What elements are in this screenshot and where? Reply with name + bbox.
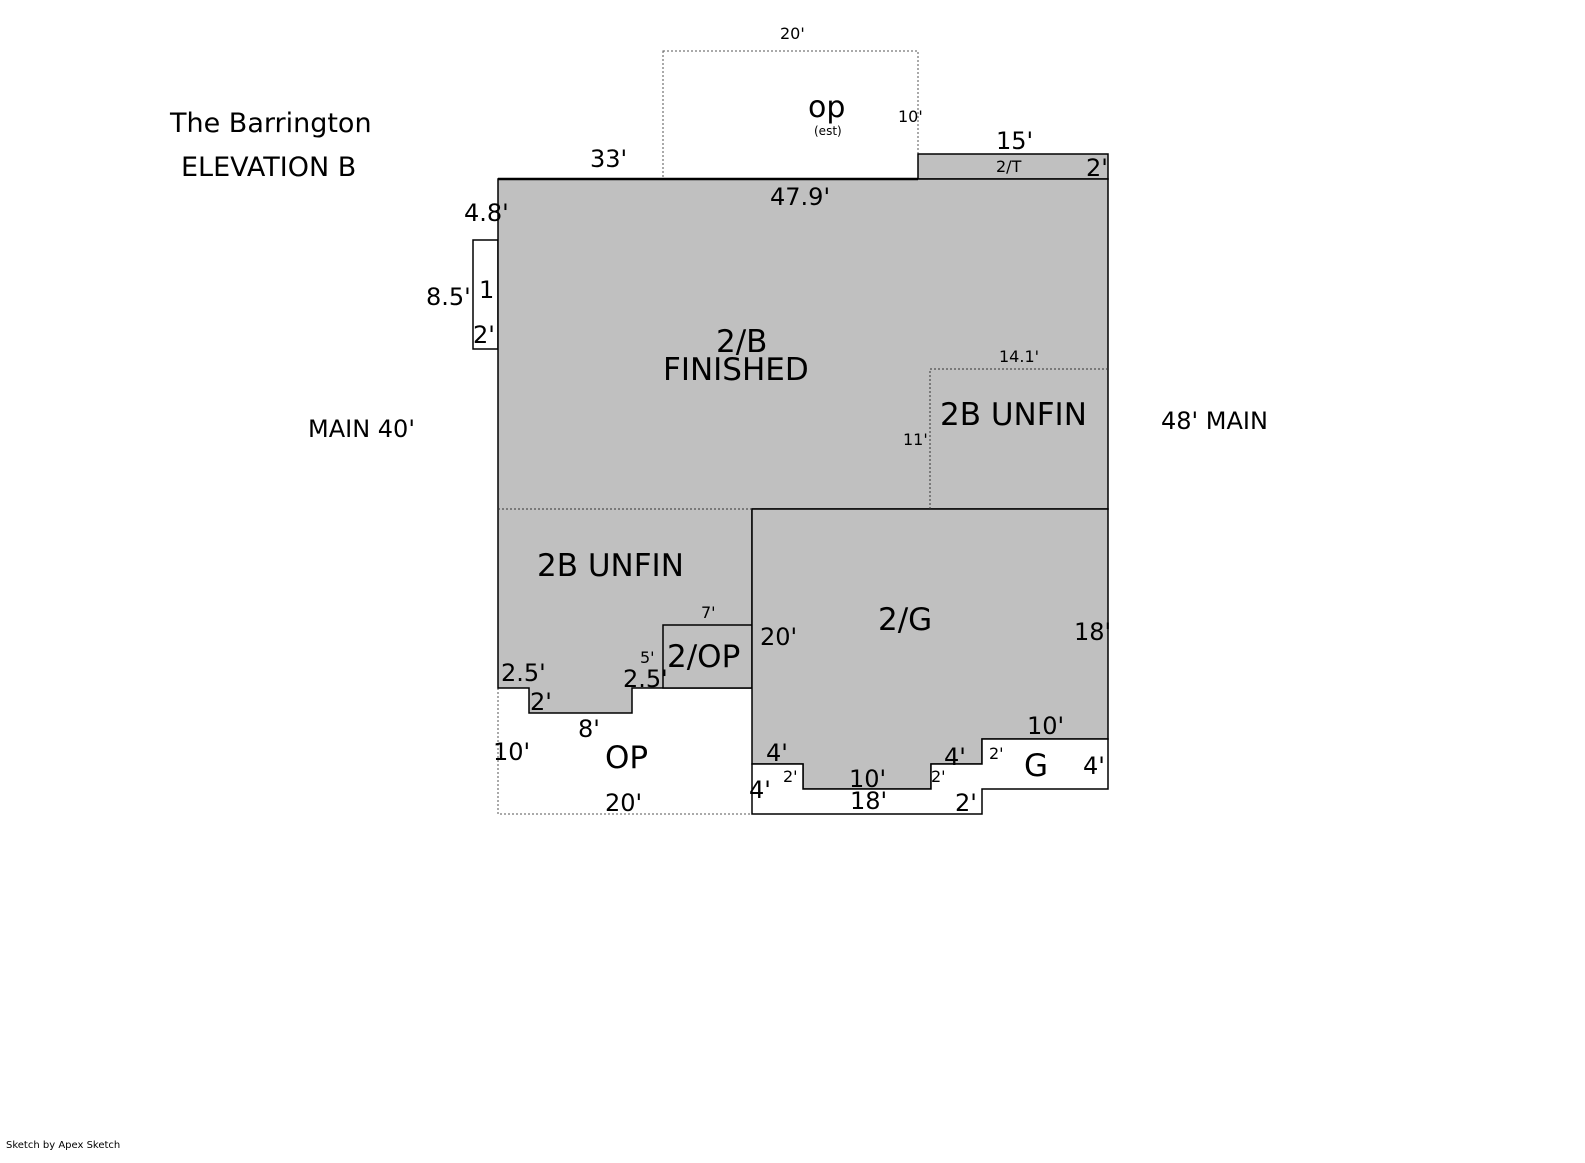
garage-dim-e: 2' [931,767,946,786]
unfin-right-height: 11' [903,430,928,449]
right-side-label: 48' MAIN [1161,407,1268,435]
bump-depth: 2' [473,321,495,349]
garage-dim-a: 4' [766,739,788,767]
porch-small-height: 5' [640,648,655,667]
garage-left-dim: 20' [760,623,797,651]
top-porch-label: op [808,90,845,125]
unfin-right-divider [929,368,1108,509]
small-porch-area [662,624,753,689]
top-deck-area [917,153,1109,180]
garage-step-right: 10' [1027,712,1064,740]
left-step2: 2' [530,688,552,716]
garage-dim-i: 18' [850,787,887,815]
garage-dim-d: 4' [944,743,966,771]
left-step4: 2.5' [623,665,668,693]
top-porch-width: 20' [780,24,805,43]
main-top-dim: 47.9' [770,183,830,211]
garage-lower-area [751,738,1109,815]
garage-lower-label: G [1024,748,1048,784]
left-offset: 4.8' [464,199,509,227]
bump-height: 8.5' [426,283,471,311]
bump-area [472,239,499,350]
unfin-right-label: 2B UNFIN [940,397,1087,433]
deck-depth: 2' [1086,154,1108,182]
title-line2: ELEVATION B [181,152,356,183]
top-porch-depth: 10' [898,107,923,126]
porch-small-width: 7' [701,603,716,622]
unfin-left-label: 2B UNFIN [537,548,684,584]
garage-dim-g: 4' [1083,752,1105,780]
main-floor-area [497,178,1109,714]
garage-upper-label: 2/G [878,602,932,638]
footer-credit: Sketch by Apex Sketch [6,1140,120,1151]
garage-dim-c: 10' [849,765,886,793]
top-porch-outline [662,50,919,180]
main-label-line2: FINISHED [663,352,809,388]
left-step3: 8' [578,715,600,743]
main-label-line1: 2/B [716,324,767,360]
garage-dim-j: 2' [955,789,977,817]
porch-bottom-label: OP [605,740,648,776]
top-porch-note: (est) [814,124,842,138]
top-left-segment: 33' [590,145,627,173]
garage-right-dim: 18' [1074,618,1111,646]
garage-dim-b: 2' [783,767,798,786]
title-line1: The Barrington [169,108,372,139]
porch-bottom-width: 20' [605,789,642,817]
unfin-right-width: 14.1' [999,347,1039,366]
porch-small-label: 2/OP [667,639,740,675]
garage-dim-f: 2' [989,744,1004,763]
left-side-label: MAIN 40' [308,415,415,443]
left-step1: 2.5' [501,659,546,687]
deck-width: 15' [996,127,1033,155]
bump-label: 1 [479,276,494,304]
porch-bottom-depth: 10' [493,738,530,766]
garage-dim-h: 4' [749,776,771,804]
top-deck-label: 2/T [996,157,1022,176]
